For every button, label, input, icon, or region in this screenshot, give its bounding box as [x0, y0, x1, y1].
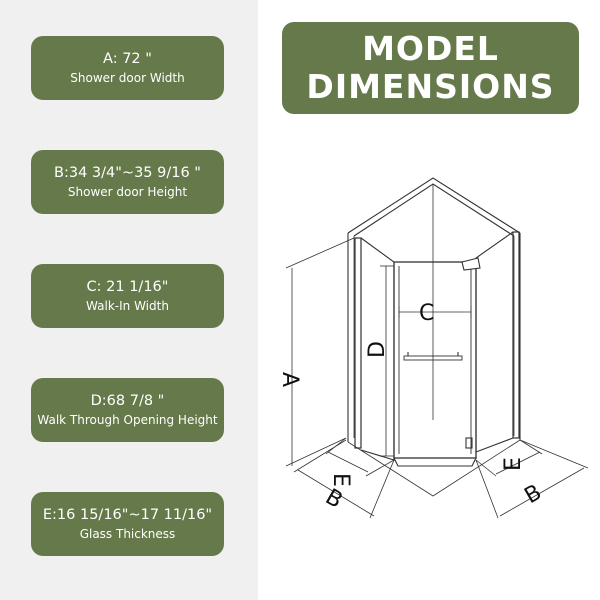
- dimension-d-value: D:68 7/8 ": [90, 392, 165, 409]
- floor-outline: [347, 439, 521, 497]
- dimension-c-value: C: 21 1/16": [86, 278, 169, 295]
- dim-a-extension-top: [285, 237, 355, 269]
- label-e-right: E: [501, 457, 526, 471]
- dim-b-right-extension-a: [475, 459, 499, 519]
- dim-e-left-line: [327, 451, 369, 473]
- dim-b-left-line: [297, 469, 375, 517]
- dim-b-left-extension-b: [369, 459, 395, 519]
- right-return-glass: [475, 231, 514, 453]
- dimension-card-e: E:16 15/16"~17 11/16" Glass Thickness: [31, 492, 224, 556]
- title-line-1: MODEL: [362, 29, 499, 68]
- dim-e-right-line: [495, 451, 541, 475]
- label-a: A: [277, 372, 302, 387]
- dimension-card-b: B:34 3/4"~35 9/16 " Shower door Height: [31, 150, 224, 214]
- label-e-left: E: [328, 473, 353, 487]
- label-c: C: [419, 301, 434, 326]
- label-b-right: B: [521, 480, 547, 509]
- dim-e-right-extension-b: [519, 439, 543, 455]
- dimension-b-description: Shower door Height: [67, 184, 188, 199]
- enclosure-drawing: C D A E B E B: [277, 177, 589, 519]
- dim-a-extension-bottom: [285, 437, 347, 467]
- dimension-a-description: Shower door Width: [70, 70, 185, 85]
- dimension-d-description: Walk Through Opening Height: [37, 412, 218, 427]
- dim-e-left-extension-b: [365, 459, 395, 477]
- label-b-left: B: [321, 485, 347, 514]
- wall-top-outline: [347, 177, 521, 234]
- left-side-panel-frame: [354, 237, 362, 449]
- dim-b-right-line: [499, 467, 585, 517]
- top-hinge: [461, 257, 481, 271]
- dim-e-right-extension-a: [475, 459, 497, 477]
- dim-b-right-extension-b: [519, 439, 589, 469]
- wall-top-inner: [353, 183, 515, 237]
- dimension-e-value: E:16 15/16"~17 11/16": [42, 506, 213, 523]
- dimension-e-description: Glass Thickness: [79, 526, 176, 541]
- bottom-hinge: [465, 437, 473, 449]
- towel-bar-handle: [403, 355, 463, 361]
- dimension-card-a: A: 72 " Shower door Width: [31, 36, 224, 100]
- dimension-card-c: C: 21 1/16" Walk-In Width: [31, 264, 224, 328]
- dim-b-left-extension-a: [293, 439, 347, 473]
- door-threshold: [393, 457, 477, 467]
- dimension-card-d: D:68 7/8 " Walk Through Opening Height: [31, 378, 224, 442]
- dimension-b-value: B:34 3/4"~35 9/16 ": [54, 164, 201, 181]
- dimension-a-value: A: 72 ": [103, 50, 152, 67]
- title-banner: MODEL DIMENSIONS: [282, 22, 579, 114]
- shower-enclosure-diagram: C D A E B E B: [258, 120, 600, 600]
- label-d: D: [365, 341, 390, 358]
- right-side-panel-frame: [512, 231, 520, 439]
- title-line-2: DIMENSIONS: [306, 67, 555, 106]
- dimension-c-description: Walk-In Width: [86, 298, 169, 313]
